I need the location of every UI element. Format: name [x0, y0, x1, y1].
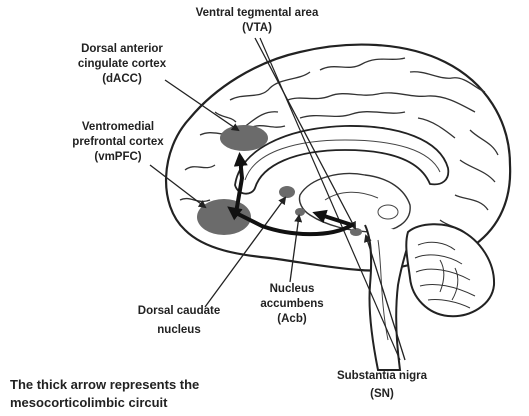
acb-label: Nucleus accumbens (Acb): [250, 282, 334, 327]
caudate-region: [279, 186, 295, 198]
caudate-label: Dorsal caudate nucleus: [124, 304, 234, 338]
vmpfc-label-line1: Ventromedial: [56, 120, 180, 135]
acb-label-line1: Nucleus: [250, 282, 334, 297]
acb-label-line2: accumbens: [250, 297, 334, 312]
sn-label-line2: (SN): [320, 387, 444, 402]
dacc-label-line2: cingulate cortex: [62, 57, 182, 72]
vmpfc-label: Ventromedial prefrontal cortex (vmPFC): [56, 120, 180, 165]
vmpfc-label-line2: prefrontal cortex: [56, 135, 180, 150]
sn-label-line1: Substantia nigra: [320, 369, 444, 384]
dacc-label-line1: Dorsal anterior: [62, 42, 182, 57]
dacc-label: Dorsal anterior cingulate cortex (dACC): [62, 42, 182, 87]
vta-label: Ventral tegmental area (VTA): [168, 6, 346, 36]
acb-label-line3: (Acb): [250, 312, 334, 327]
vta-region: [350, 228, 362, 236]
caudate-label-line2: nucleus: [124, 323, 234, 338]
vmpfc-label-line3: (vmPFC): [56, 150, 180, 165]
caption-line2: mesocorticolimbic circuit: [10, 394, 199, 412]
caption-line1: The thick arrow represents the: [10, 376, 199, 394]
caudate-label-line1: Dorsal caudate: [124, 304, 234, 319]
acb-region: [295, 208, 305, 216]
brainstem: [365, 225, 412, 370]
vta-label-line2: (VTA): [168, 21, 346, 36]
dacc-region: [220, 125, 268, 151]
dacc-label-line3: (dACC): [62, 72, 182, 87]
figure-caption: The thick arrow represents the mesocorti…: [10, 376, 199, 412]
sn-label: Substantia nigra (SN): [320, 369, 444, 402]
vta-label-line1: Ventral tegmental area: [168, 6, 346, 21]
